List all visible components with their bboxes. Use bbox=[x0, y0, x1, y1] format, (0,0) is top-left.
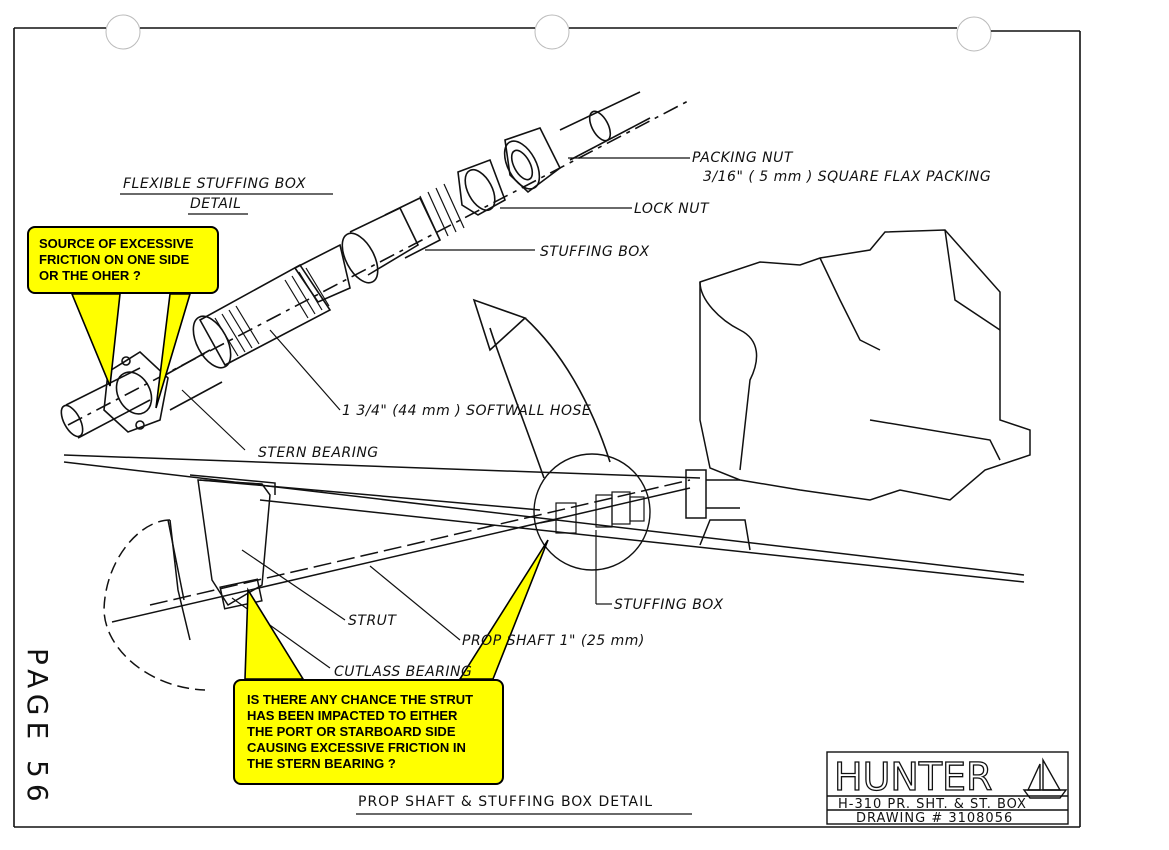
hull bbox=[63, 454, 1025, 583]
exploded-assembly bbox=[60, 91, 691, 439]
stuffing-box-label-top: STUFFING BOX bbox=[540, 244, 650, 260]
packing-nut-label: PACKING NUT bbox=[692, 150, 794, 166]
stuffing-box-small bbox=[539, 491, 645, 534]
drawing-number: DRAWING # 3108056 bbox=[856, 811, 1013, 826]
detail-title-line2: DETAIL bbox=[190, 196, 241, 212]
callout-bottom-text: IS THERE ANY CHANCE THE STRUT HAS BEEN I… bbox=[247, 692, 474, 771]
model-text: H-310 PR. SHT. & ST. BOX bbox=[838, 797, 1027, 812]
prop-shaft-label: PROP SHAFT 1" (25 mm) bbox=[462, 633, 645, 649]
cutlass-bearing-label: CUTLASS BEARING bbox=[334, 664, 472, 680]
callout-friction-question: SOURCE OF EXCESSIVE FRICTION ON ONE SIDE… bbox=[27, 226, 219, 294]
callout-strut-question: IS THERE ANY CHANCE THE STRUT HAS BEEN I… bbox=[233, 679, 504, 785]
page-label: PAGE 56 bbox=[21, 648, 54, 808]
stern-bearing-label: STERN BEARING bbox=[258, 445, 379, 461]
title-block bbox=[826, 751, 1069, 825]
lock-nut-label: LOCK NUT bbox=[634, 201, 710, 217]
engine bbox=[685, 229, 1031, 551]
stuffing-box-label-bottom: STUFFING BOX bbox=[614, 597, 724, 613]
flax-packing-label: 3/16" ( 5 mm ) SQUARE FLAX PACKING bbox=[703, 169, 991, 185]
strut-label: STRUT bbox=[348, 613, 397, 629]
leader-lines bbox=[181, 157, 690, 669]
callout-top-text: SOURCE OF EXCESSIVE FRICTION ON ONE SIDE… bbox=[39, 236, 194, 283]
detail-arrow bbox=[472, 298, 611, 479]
binder-hole bbox=[956, 16, 992, 52]
detail-circle bbox=[533, 453, 651, 571]
binder-hole bbox=[105, 14, 141, 50]
binder-hole bbox=[534, 14, 570, 50]
brand-logo: HUNTER bbox=[834, 755, 992, 799]
detail-title-line1: FLEXIBLE STUFFING BOX bbox=[123, 176, 306, 192]
softwall-hose-label: 1 3/4" (44 mm ) SOFTWALL HOSE bbox=[342, 403, 591, 419]
callout-pointers bbox=[70, 293, 549, 680]
sheet-border bbox=[13, 27, 1081, 828]
footer-title: PROP SHAFT & STUFFING BOX DETAIL bbox=[358, 794, 653, 810]
shaft-strut bbox=[103, 474, 691, 691]
